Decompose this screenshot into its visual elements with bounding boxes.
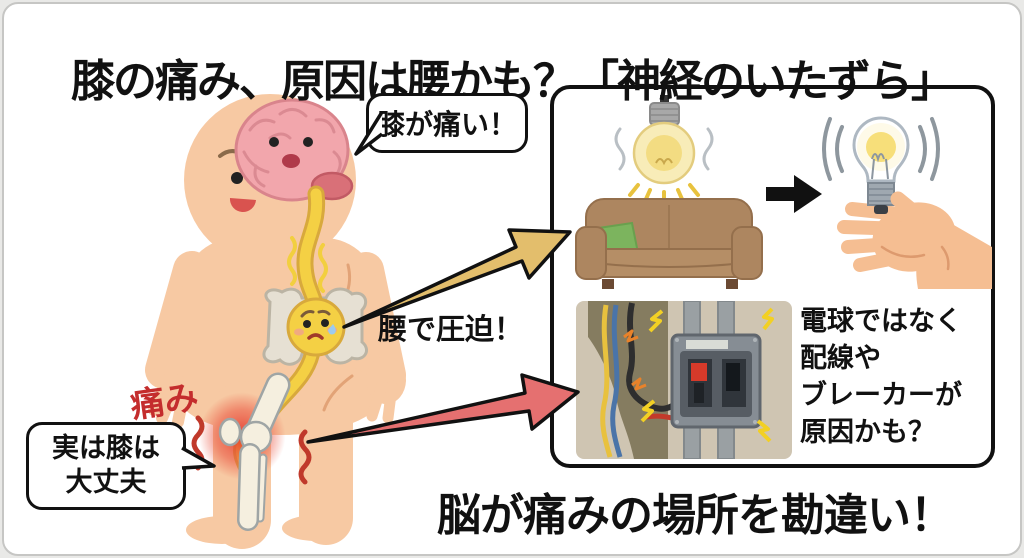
knee-to-breaker-arrow [306, 373, 580, 444]
frown-mouth [307, 333, 324, 340]
speech-bubble-knee-hurts: 膝が痛い！ [366, 93, 528, 153]
brain-wrinkles [242, 108, 342, 188]
hip-crease [322, 374, 354, 412]
thumb [890, 191, 928, 225]
flicker-squiggles [614, 127, 714, 171]
footer-banner: 脳が痛みの場所を勘違い！ [437, 491, 954, 540]
brain-eye-left [269, 137, 279, 147]
eye [231, 172, 243, 184]
caption-line-4: 原因かも？ [800, 417, 935, 447]
caption-line-2: 配線や [800, 343, 881, 373]
tear-drop [328, 324, 336, 335]
pinched-nerve-face-icon [286, 297, 346, 357]
person-with-nerve-illustration [145, 94, 406, 549]
brain-eye-right [303, 137, 313, 147]
bubble-line-2: 大丈夫 [65, 467, 147, 497]
left-fingers [148, 370, 192, 428]
nerve-tingle-squiggles [287, 236, 328, 293]
compression-label: 腰で圧迫！ [378, 314, 524, 346]
couch-icon [575, 198, 763, 289]
wall-wiring-breaker-illustration [576, 301, 792, 459]
glowing-bulb [852, 116, 910, 214]
bubble-tail-right [181, 446, 216, 470]
mouth [229, 198, 256, 213]
speech-bubble-knee-fine: 実は膝は 大丈夫 [26, 422, 186, 510]
palm-creases [880, 245, 950, 271]
shine-arcs [822, 117, 940, 181]
right-arrow-icon [766, 175, 822, 213]
waist-to-couch-arrow [342, 228, 572, 329]
hand-holding-bulb-icon [822, 116, 992, 289]
red-breaker-switch [691, 363, 707, 381]
panel-caption: 電球ではなく 配線や ブレーカーが 原因かも？ [800, 303, 990, 451]
brain-icon [234, 98, 354, 202]
pain-label: 痛み [128, 378, 201, 426]
breaker-box-icon [670, 333, 762, 429]
knee-bones-icon [218, 372, 291, 531]
bubble-line-1: 実は膝は [52, 433, 160, 464]
caption-line-3: ブレーカーが [800, 380, 962, 410]
caption-line-1: 電球ではなく [800, 306, 962, 336]
electric-spark-icons [640, 307, 774, 443]
wire-spark-icons [623, 329, 647, 391]
worried-eyebrows [300, 309, 331, 318]
bubble-tail-left [354, 111, 384, 156]
brain-mouth [282, 154, 300, 168]
bubble-text: 膝が痛い！ [376, 109, 517, 140]
flickering-bulb-icon [614, 95, 714, 203]
analogy-panel: 電球ではなく 配線や ブレーカーが 原因かも？ [550, 85, 995, 468]
light-rays [628, 183, 700, 203]
right-fingers [366, 379, 398, 424]
wall-wiring-icon [600, 302, 677, 458]
filament [871, 153, 889, 180]
dark-breaker-switch [726, 363, 740, 391]
